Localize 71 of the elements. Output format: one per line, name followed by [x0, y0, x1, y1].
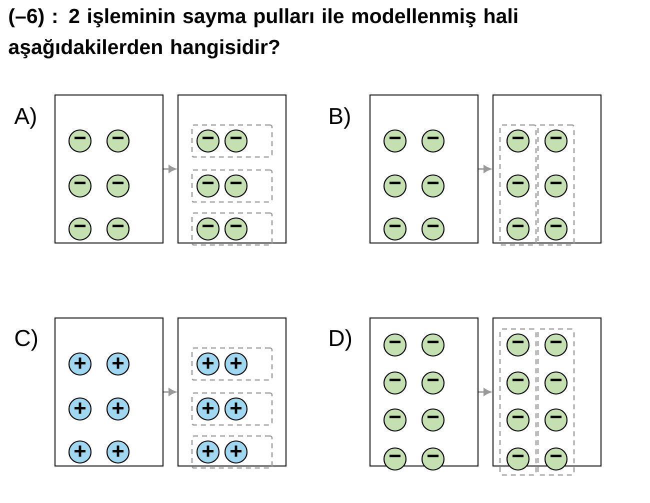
counter: − [421, 129, 445, 153]
counter: − [68, 174, 92, 198]
question-text: (–6) : 2 işleminin sayma pulları ile modellenmiş hali aşağıdakilerden hangisidir? [8, 8, 518, 58]
counter: − [506, 447, 530, 471]
counter: − [106, 217, 130, 241]
counter: − [506, 129, 530, 153]
option-label: B) [330, 107, 350, 129]
counter: − [224, 174, 248, 198]
counter: + [196, 352, 220, 376]
counter: − [421, 408, 445, 432]
counter: − [196, 129, 220, 153]
dashed-group-box [191, 169, 273, 203]
counter: − [383, 129, 407, 153]
counter: − [383, 371, 407, 395]
arrow [164, 165, 176, 173]
counter: − [506, 333, 530, 357]
dashed-group-box [499, 328, 537, 476]
counter: + [224, 440, 248, 464]
counter: − [224, 129, 248, 153]
counter: − [544, 408, 568, 432]
counter: − [421, 333, 445, 357]
counter: − [421, 447, 445, 471]
counter: − [196, 174, 220, 198]
counter: − [544, 371, 568, 395]
dashed-group-box [499, 124, 537, 246]
counter: − [544, 174, 568, 198]
counter: − [106, 129, 130, 153]
counter: − [421, 371, 445, 395]
counter: + [196, 397, 220, 421]
counter: + [106, 352, 130, 376]
counter: + [68, 352, 92, 376]
counter: + [224, 397, 248, 421]
dashed-group-box [191, 212, 273, 246]
counter: − [196, 217, 220, 241]
counter: + [196, 440, 220, 464]
counter: − [68, 129, 92, 153]
arrow [164, 388, 176, 396]
dashed-group-box [191, 392, 273, 426]
counter: − [224, 217, 248, 241]
counter: − [506, 408, 530, 432]
counter: − [68, 217, 92, 241]
counter: − [506, 371, 530, 395]
counter: + [224, 352, 248, 376]
counter: − [383, 174, 407, 198]
counter: + [68, 397, 92, 421]
counter: − [106, 174, 130, 198]
counter: − [506, 174, 530, 198]
counter: − [544, 333, 568, 357]
counter: + [68, 440, 92, 464]
counter: + [106, 397, 130, 421]
dashed-group-box [191, 124, 273, 158]
arrow [478, 165, 491, 173]
counter: − [506, 217, 530, 241]
option-label: A) [14, 107, 36, 129]
counter: + [106, 440, 130, 464]
counter: − [421, 174, 445, 198]
option-label: D) [330, 329, 352, 351]
dashed-group-box [537, 328, 575, 476]
counter: − [383, 447, 407, 471]
dashed-group-box [191, 435, 273, 469]
counter: − [544, 217, 568, 241]
option-label: C) [15, 329, 38, 351]
arrow [478, 388, 491, 396]
counter: − [421, 217, 445, 241]
dashed-group-box [191, 347, 273, 381]
counter: − [383, 217, 407, 241]
dashed-group-box [537, 124, 575, 246]
counter: − [383, 333, 407, 357]
counter: − [544, 447, 568, 471]
counter: − [544, 129, 568, 153]
counter: − [383, 408, 407, 432]
